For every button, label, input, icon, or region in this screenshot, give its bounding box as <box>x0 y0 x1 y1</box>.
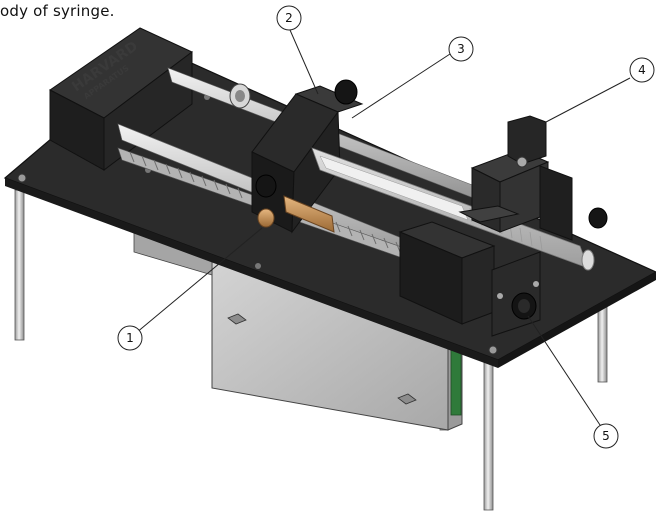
screw-icon <box>516 156 528 168</box>
leg-front-right <box>483 349 494 511</box>
syringe-holder <box>458 115 608 241</box>
leader-line-1 <box>129 227 263 339</box>
screw-icon <box>17 173 27 183</box>
callout-4-label: 4 <box>638 63 646 77</box>
callout-3-label: 3 <box>457 42 465 56</box>
callout-3: 3 <box>448 36 474 62</box>
caption-text: ody of syringe. <box>0 2 115 20</box>
rod-clamp <box>229 83 251 109</box>
leader-line-3 <box>351 53 451 119</box>
clamp-arm <box>507 115 547 165</box>
release-knob <box>334 79 358 105</box>
screw-icon <box>488 345 498 355</box>
leader-lines <box>129 29 631 429</box>
circuit-board <box>450 344 462 416</box>
end-block <box>398 221 541 337</box>
callouts: 1 2 3 4 5 <box>117 5 655 449</box>
callout-1-label: 1 <box>126 331 134 345</box>
leader-line-4 <box>545 77 631 123</box>
callout-4: 4 <box>629 57 655 83</box>
leader-line-5 <box>527 315 603 429</box>
callout-1: 1 <box>117 325 143 351</box>
leader-line-2 <box>289 29 319 95</box>
holder-knob <box>588 207 608 229</box>
callout-5-label: 5 <box>602 429 610 443</box>
callout-2: 2 <box>276 5 302 31</box>
half-nut <box>257 195 335 233</box>
leg-front-left <box>14 189 25 341</box>
callout-5: 5 <box>593 423 619 449</box>
pusher-knob <box>255 174 277 198</box>
callout-2-label: 2 <box>285 11 293 25</box>
anti-siphon-knob <box>511 292 537 320</box>
